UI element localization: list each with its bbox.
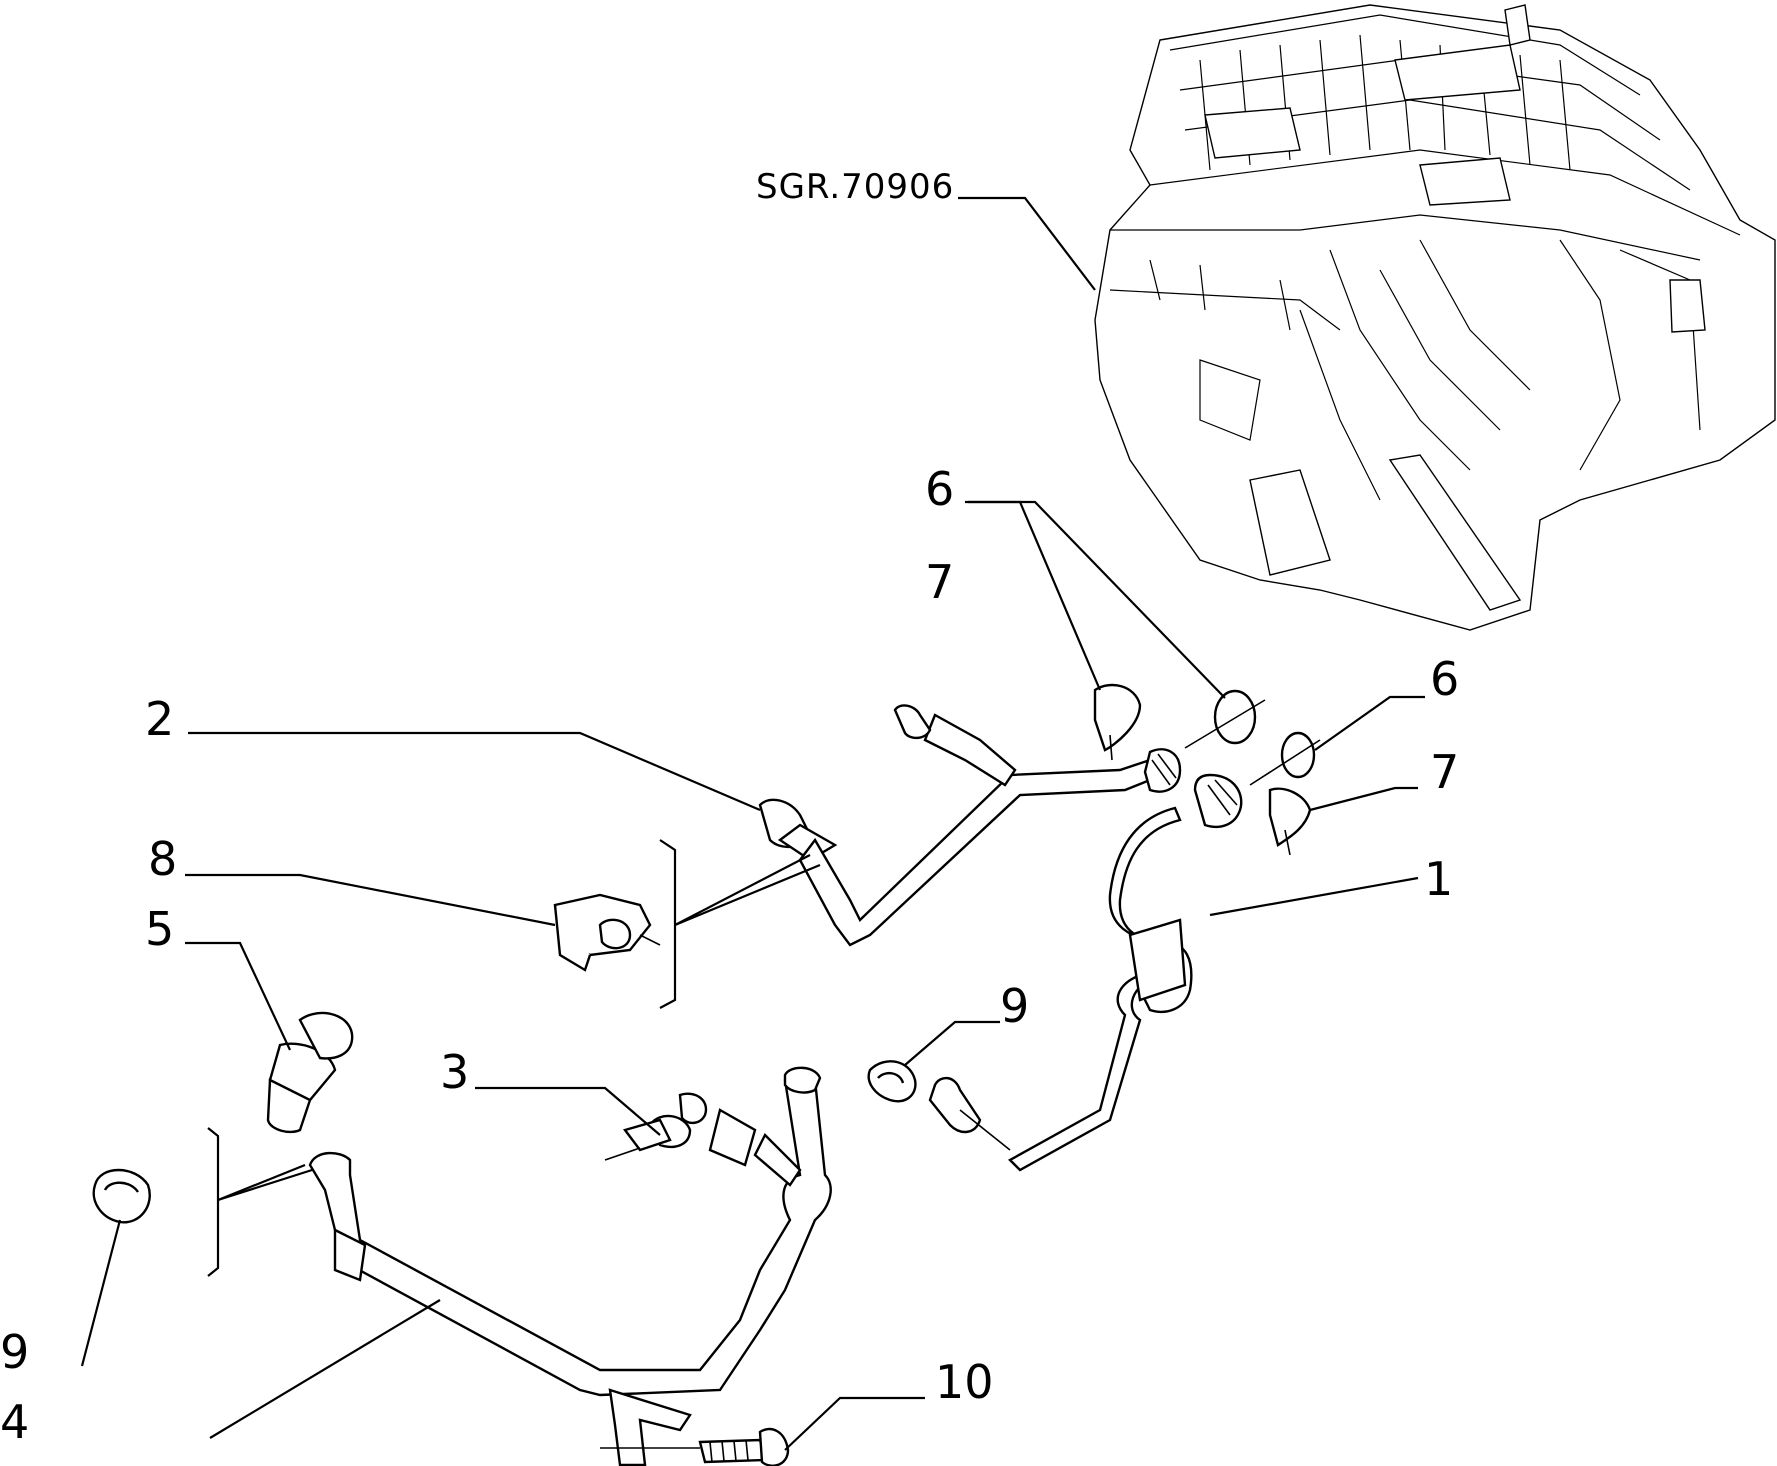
leader-1 — [1209, 876, 1419, 917]
callout-5: 5 — [145, 902, 174, 956]
part-7-clip-upper — [1093, 683, 1142, 761]
callout-9-left: 9 — [0, 1325, 29, 1379]
bracket-upper-tick-a — [674, 854, 811, 926]
callout-7-upper: 7 — [925, 555, 954, 609]
bracket-lower-tick-b — [217, 1168, 313, 1202]
part-7-clip-lower — [1268, 787, 1312, 856]
callout-9-right: 9 — [1000, 979, 1029, 1033]
leader-6-upper — [968, 500, 1226, 699]
leader-10 — [784, 1396, 925, 1451]
leader-lines — [80, 500, 1425, 1451]
part-5-elbow-hose — [266, 1011, 354, 1134]
part-10-bolt — [698, 1427, 790, 1466]
leader-7-upper — [965, 500, 1102, 691]
leader-3 — [475, 1086, 661, 1136]
bracket-lower-tick-a — [217, 1163, 306, 1202]
callout-10: 10 — [935, 1355, 994, 1409]
callout-6-upper: 6 — [925, 462, 954, 516]
part-3-screw — [604, 1092, 708, 1161]
part-9-hose-clamp-right — [867, 1060, 917, 1103]
reference-leader-line — [958, 196, 1096, 291]
callout-2: 2 — [145, 692, 174, 746]
reference-label: SGR.70906 — [756, 167, 954, 207]
callout-6-lower: 6 — [1430, 652, 1459, 706]
part-8-bracket-clip — [553, 893, 661, 972]
part-2-heater-feed-pipe — [758, 704, 1182, 947]
leader-6-lower — [1314, 695, 1425, 751]
callout-3: 3 — [440, 1045, 469, 1099]
callout-4: 4 — [0, 1395, 29, 1449]
bracket-upper-tick-b — [674, 863, 821, 927]
leader-5 — [185, 941, 291, 1051]
bracket-upper — [659, 839, 677, 1009]
callout-7-lower: 7 — [1430, 745, 1459, 799]
callout-1: 1 — [1424, 852, 1453, 906]
leader-7-lower — [1309, 786, 1418, 812]
leader-9-left — [80, 1219, 122, 1367]
part-9-hose-clamp-left — [92, 1168, 151, 1224]
callout-8: 8 — [148, 832, 177, 886]
part-4-coolant-pipe — [308, 1066, 832, 1466]
leader-8 — [185, 873, 556, 927]
leader-4 — [209, 1299, 441, 1439]
part-1-heater-return-pipe — [928, 773, 1243, 1172]
bracket-lower — [207, 1127, 220, 1277]
leader-9-right — [904, 1020, 1000, 1066]
leader-2 — [188, 731, 761, 812]
hvac-unit-assembly — [1094, 4, 1776, 631]
part-6-seal-lower — [1249, 731, 1321, 786]
part-6-seal-upper — [1184, 689, 1266, 749]
